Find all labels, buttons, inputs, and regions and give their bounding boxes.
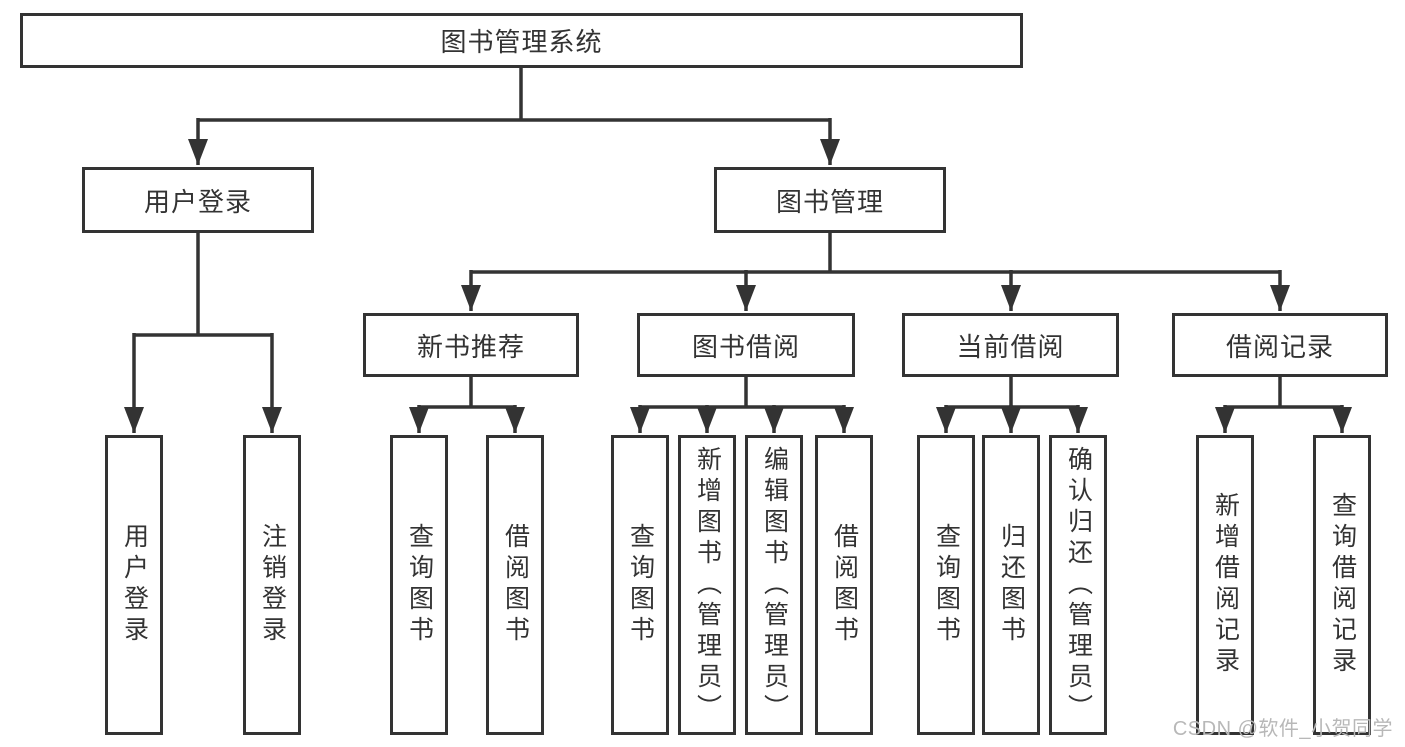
leaf-query-books: 查询图书 [917, 435, 975, 735]
leaf-label: 查询图书 [626, 523, 655, 647]
leaf-label: 编辑图书（管理员） [760, 445, 789, 725]
leaf-label: 查询图书 [405, 523, 434, 647]
connector-new-book-recommend-children [409, 377, 525, 433]
node-library-system: 图书管理系统 [20, 13, 1023, 68]
leaf-label: 新增图书（管理员） [693, 445, 722, 725]
leaf-label: 借阅图书 [501, 523, 530, 647]
node-label: 借阅记录 [1225, 331, 1334, 362]
connector-user-login-children [124, 233, 282, 433]
leaf-edit-book-admin: 编辑图书（管理员） [745, 435, 803, 735]
connector-book-borrowing-children [630, 377, 854, 433]
leaf-query-books: 查询图书 [390, 435, 448, 735]
leaf-label: 归还图书 [997, 523, 1026, 647]
leaf-label: 用户登录 [120, 523, 149, 647]
leaf-add-borrow-record: 新增借阅记录 [1196, 435, 1254, 735]
leaf-confirm-return-admin: 确认归还（管理员） [1049, 435, 1107, 735]
connector-borrowing-records-children [1215, 377, 1352, 433]
watermark: CSDN @软件_小贺同学 [1172, 718, 1393, 740]
leaf-add-book-admin: 新增图书（管理员） [678, 435, 736, 735]
leaf-borrow-books: 借阅图书 [486, 435, 544, 735]
leaf-return-books: 归还图书 [982, 435, 1040, 735]
leaf-label: 注销登录 [258, 523, 287, 647]
node-user-login: 用户登录 [82, 167, 314, 233]
node-borrowing-records: 借阅记录 [1172, 313, 1388, 377]
connector-book-management-children [461, 233, 1290, 311]
connector-current-borrowing-children [936, 377, 1088, 433]
node-label: 图书管理 [775, 186, 884, 217]
leaf-label: 新增借阅记录 [1211, 492, 1240, 678]
leaf-label: 查询图书 [932, 523, 961, 647]
node-label: 图书借阅 [691, 331, 800, 362]
node-label: 当前借阅 [956, 331, 1065, 362]
connector-root-to-level2 [188, 68, 840, 165]
leaf-label: 借阅图书 [830, 523, 859, 647]
leaf-borrow-books: 借阅图书 [815, 435, 873, 735]
node-label: 图书管理系统 [440, 27, 603, 57]
leaf-label: 查询借阅记录 [1328, 492, 1357, 678]
node-book-borrowing: 图书借阅 [637, 313, 855, 377]
leaf-user-login: 用户登录 [105, 435, 163, 735]
leaf-label: 确认归还（管理员） [1064, 445, 1093, 725]
leaf-logout: 注销登录 [243, 435, 301, 735]
node-new-book-recommend: 新书推荐 [363, 313, 579, 377]
node-label: 新书推荐 [416, 331, 525, 362]
node-book-management: 图书管理 [714, 167, 946, 233]
node-current-borrowing: 当前借阅 [902, 313, 1119, 377]
leaf-query-borrow-record: 查询借阅记录 [1313, 435, 1371, 735]
leaf-query-books: 查询图书 [611, 435, 669, 735]
node-label: 用户登录 [143, 186, 252, 217]
